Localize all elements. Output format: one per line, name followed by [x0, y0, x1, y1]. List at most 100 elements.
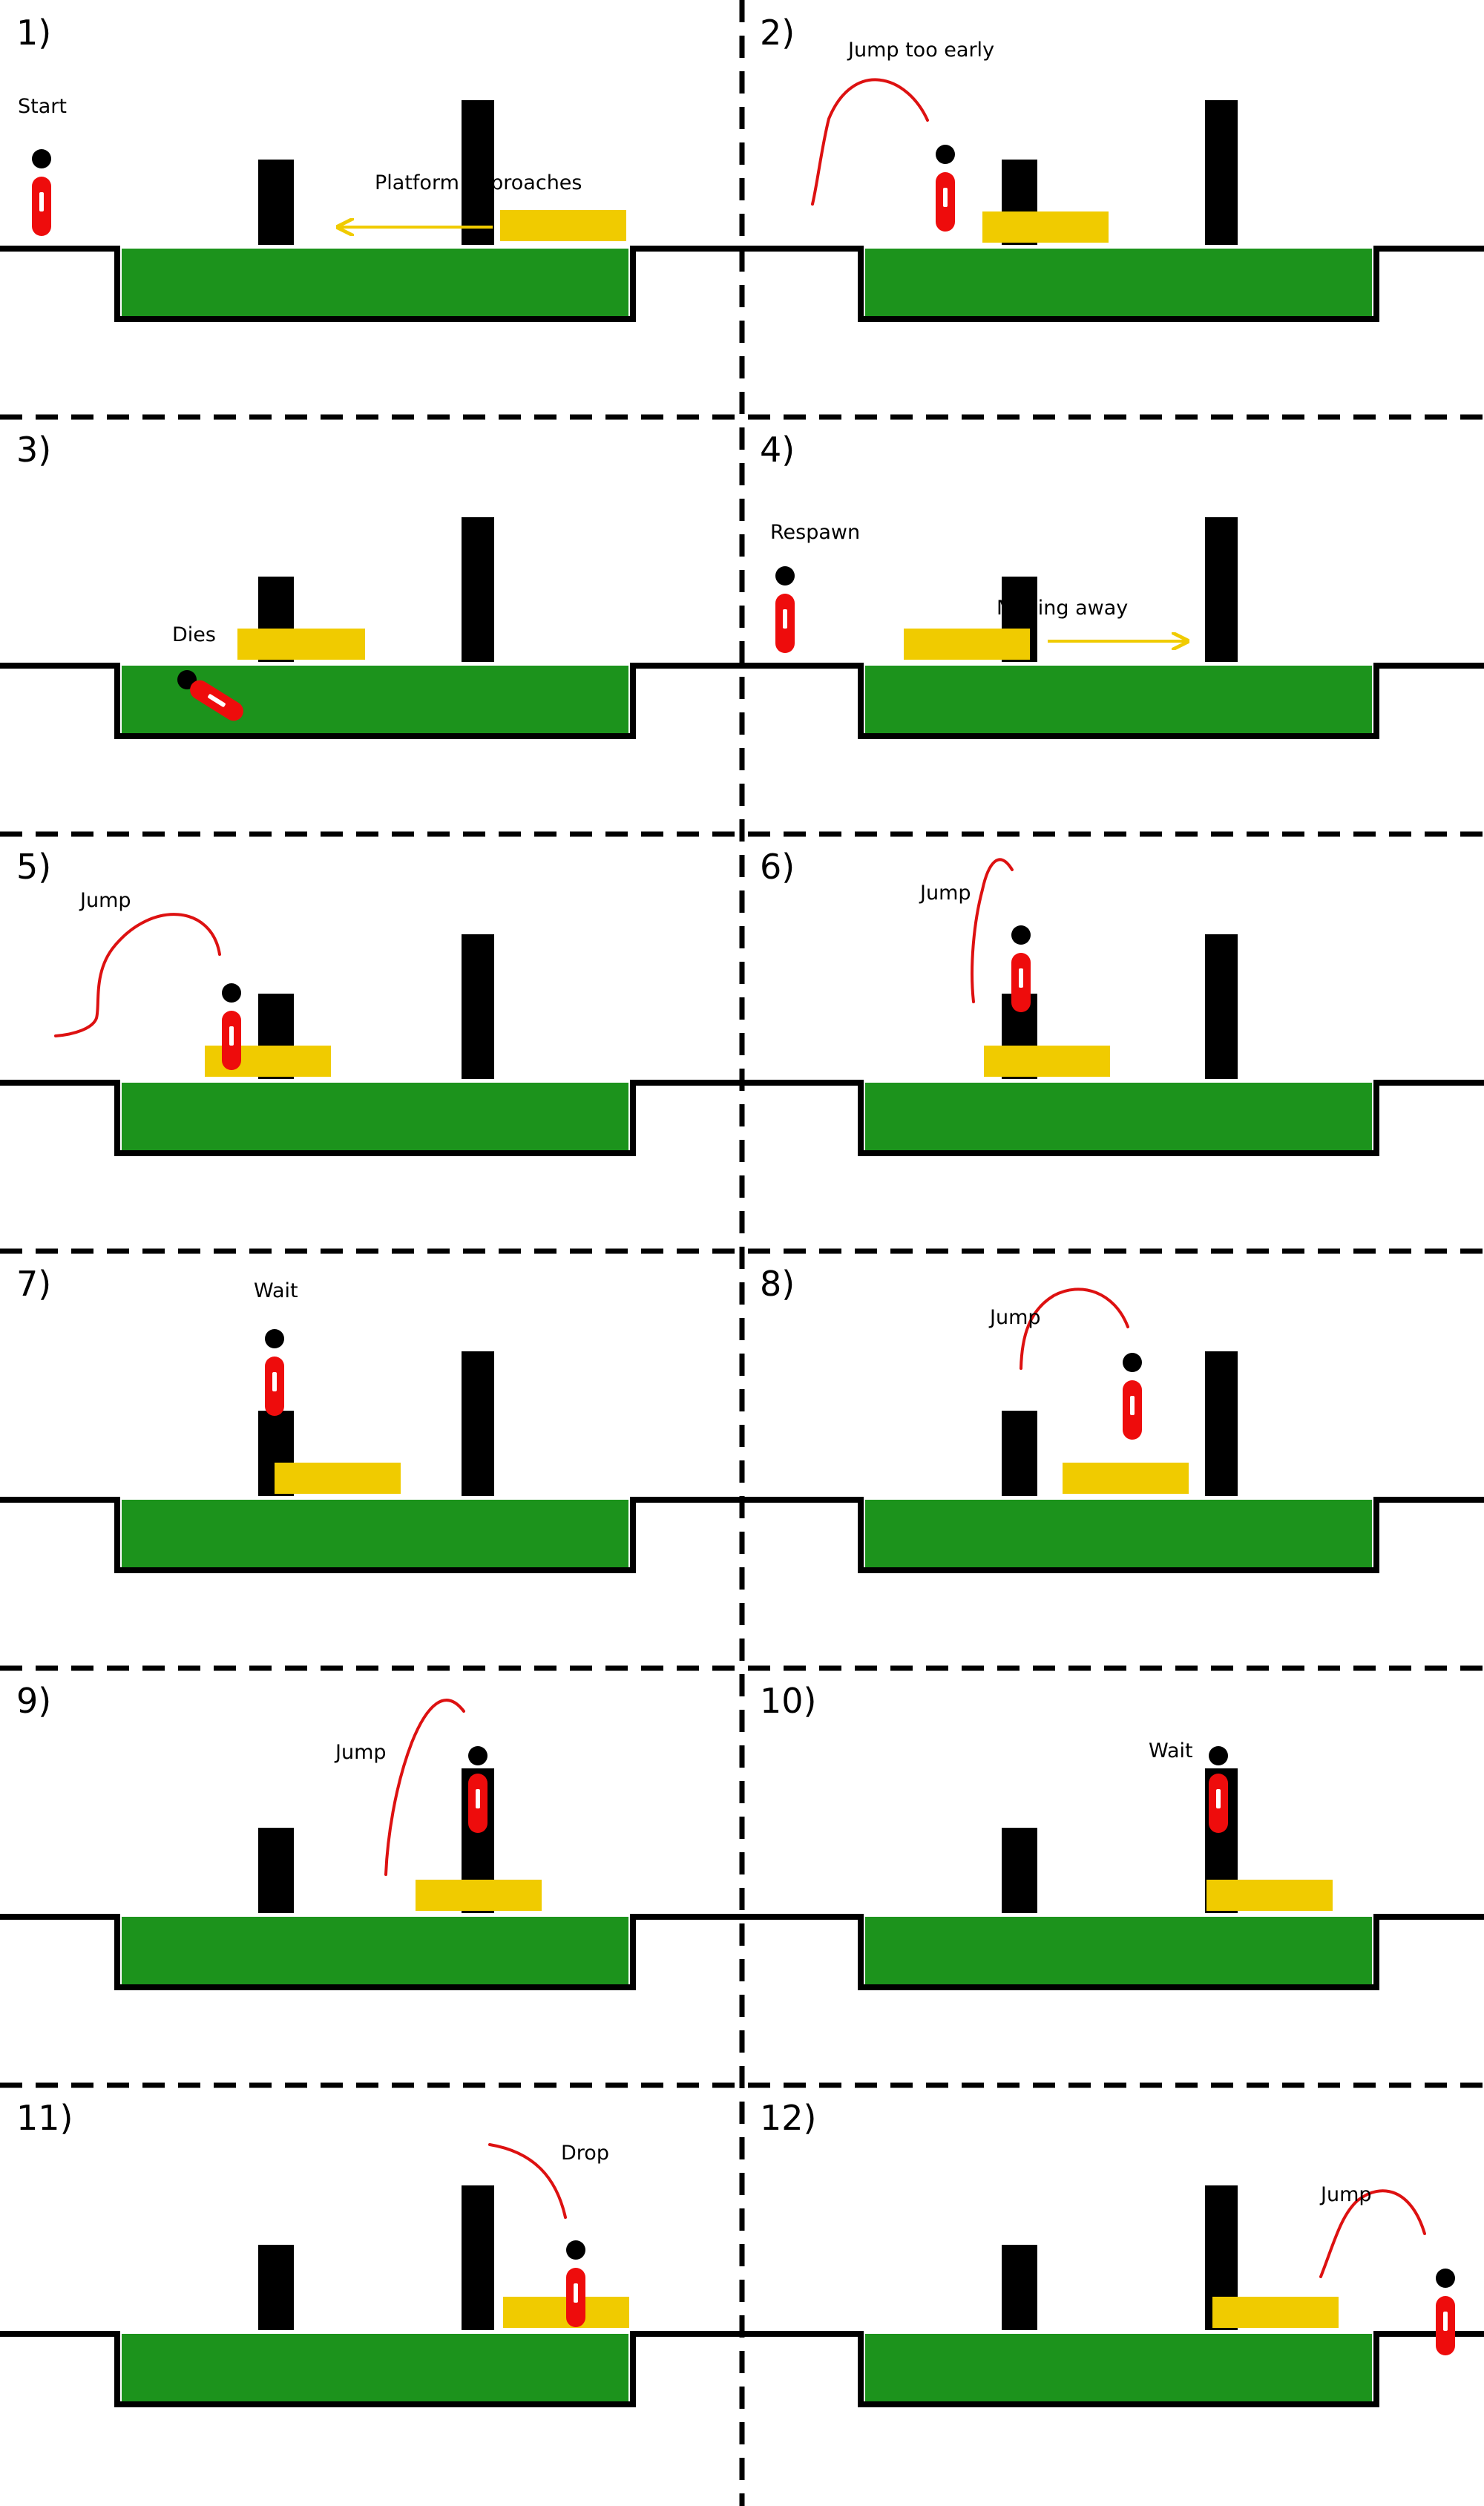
character-stripe [1443, 2312, 1448, 2331]
panel-number: 3) [16, 430, 51, 470]
short-pillar [258, 160, 294, 245]
panel-number: 2) [760, 13, 795, 53]
panel-number: 1) [16, 13, 51, 53]
jump-arc [811, 78, 929, 206]
panel-caption: Respawn [770, 521, 860, 544]
character [468, 1746, 487, 1833]
panel-caption: Moving away [997, 597, 1128, 620]
panel-12: 12) Jump [743, 2098, 1484, 2407]
panel-number: 12) [760, 2098, 816, 2138]
character [1011, 925, 1031, 1012]
character-head [265, 1329, 284, 1348]
short-pillar [1002, 1828, 1037, 1913]
jump-arc [1020, 1288, 1129, 1370]
panel-5: 5)Jump [0, 847, 743, 1156]
ground-line [743, 2331, 1484, 2407]
water-pit [122, 2334, 628, 2402]
panel-number: 4) [760, 430, 795, 470]
moving-platform [237, 629, 365, 660]
panel-number: 9) [16, 1681, 51, 1721]
character [1436, 2269, 1455, 2355]
ground-line [0, 1080, 743, 1156]
water-pit [865, 249, 1372, 317]
tall-pillar [462, 2185, 494, 2330]
water-pit [865, 1917, 1372, 1985]
character [1123, 1353, 1142, 1440]
panel-number: 6) [760, 847, 795, 887]
panel-caption: Dies [172, 623, 216, 646]
moving-platform [1206, 1880, 1333, 1911]
ground-line [0, 1497, 743, 1573]
character [222, 983, 241, 1070]
tall-pillar [462, 517, 494, 662]
character-stripe [272, 1372, 277, 1391]
panel-caption: Start [18, 95, 67, 118]
water-pit [122, 1500, 628, 1568]
jump-arc [1319, 2189, 1426, 2278]
character-dead [177, 670, 243, 721]
short-pillar [1002, 2245, 1037, 2330]
character-head [1209, 1746, 1228, 1765]
character-stripe [783, 609, 787, 629]
water-pit [865, 1500, 1372, 1568]
character-head [222, 983, 241, 1003]
panel-number: 7) [16, 1264, 51, 1304]
ground-line [0, 2331, 743, 2407]
moving-platform [904, 629, 1030, 660]
panel-number: 5) [16, 847, 51, 887]
character-stripe [229, 1026, 234, 1046]
tall-pillar [1205, 1351, 1238, 1496]
jump-arc [488, 2143, 567, 2219]
panel-number: 11) [16, 2098, 73, 2138]
panel-9: 9) Jump [0, 1681, 743, 1990]
water-pit [122, 1917, 628, 1985]
character-stripe [208, 694, 226, 707]
character-stripe [1019, 968, 1023, 988]
ground-line [743, 663, 1484, 739]
panel-caption: Jump [1319, 2183, 1372, 2206]
panel-caption: Jump [334, 1741, 387, 1764]
moving-platform [1212, 2297, 1339, 2328]
ground-line [743, 1497, 1484, 1573]
character-head [32, 149, 51, 168]
character [1209, 1746, 1228, 1833]
character [775, 566, 795, 653]
moving-platform [416, 1880, 542, 1911]
moving-platform [1063, 1463, 1189, 1494]
character-head [775, 566, 795, 586]
character-head [1011, 925, 1031, 945]
character [566, 2240, 585, 2327]
character-head [936, 145, 955, 164]
panel-2: 2)Jump too early [743, 13, 1484, 322]
tall-pillar [1205, 100, 1238, 245]
tall-pillar [462, 100, 494, 245]
panel-11: 11) Drop [0, 2098, 743, 2407]
panel-caption: Drop [561, 2142, 609, 2165]
moving-platform [275, 1463, 401, 1494]
character-head [1436, 2269, 1455, 2288]
ground-line [743, 1080, 1484, 1156]
panel-caption: Jump [919, 882, 971, 905]
moving-platform [982, 211, 1109, 243]
ground-line [0, 1914, 743, 1990]
character-stripe [943, 188, 948, 207]
jump-arc [384, 1699, 465, 1876]
water-pit [122, 249, 628, 317]
panel-8: 8)Jump [743, 1264, 1484, 1573]
character [265, 1329, 284, 1416]
character-stripe [1216, 1789, 1221, 1808]
character-head [566, 2240, 585, 2260]
ground-line [0, 246, 743, 322]
character-stripe [574, 2283, 578, 2303]
moving-platform [500, 210, 626, 241]
water-pit [122, 1083, 628, 1151]
character [32, 149, 51, 236]
panel-number: 8) [760, 1264, 795, 1304]
character-stripe [476, 1789, 480, 1808]
tall-pillar [1205, 517, 1238, 662]
panel-caption: Platform approaches [375, 171, 582, 194]
panel-caption: Wait [1149, 1739, 1193, 1762]
